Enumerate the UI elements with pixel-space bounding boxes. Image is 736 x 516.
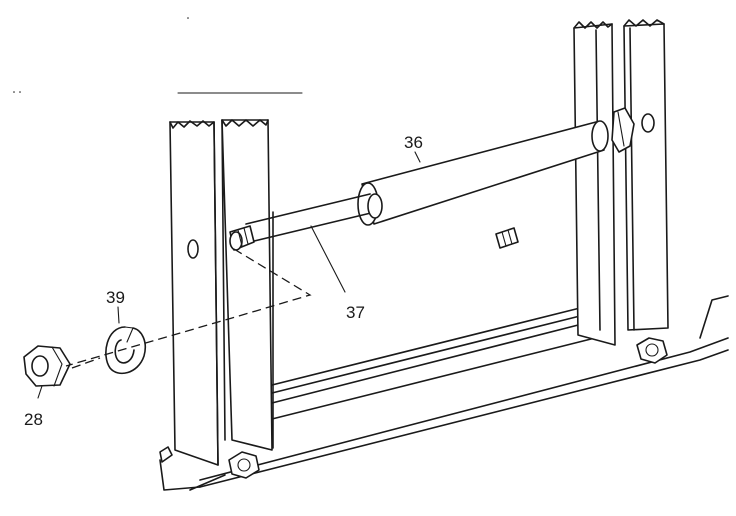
roller-tube-36	[357, 120, 609, 226]
threaded-stud-left	[229, 225, 255, 251]
right-upright-rear	[623, 19, 669, 331]
nut-28	[23, 345, 71, 387]
threaded-stud-right	[495, 227, 519, 249]
header-rule	[13, 17, 303, 94]
shaft-hex-head	[611, 107, 635, 153]
bolt-head-front	[228, 451, 260, 479]
assembly-dash-lines	[65, 248, 312, 369]
left-upright-rear	[221, 119, 273, 451]
bolt-head-rear	[636, 337, 668, 364]
left-upright-front	[169, 120, 219, 466]
callout-leaders	[37, 151, 421, 399]
base-rail	[159, 295, 729, 491]
shaft-37	[245, 193, 383, 243]
right-upright-front	[573, 21, 616, 346]
callout-37: 37	[346, 303, 365, 322]
callout-36: 36	[404, 133, 423, 152]
callout-28: 28	[24, 410, 43, 429]
callout-39: 39	[106, 288, 125, 307]
cross-frame	[267, 173, 596, 449]
lock-washer-39	[105, 326, 147, 375]
